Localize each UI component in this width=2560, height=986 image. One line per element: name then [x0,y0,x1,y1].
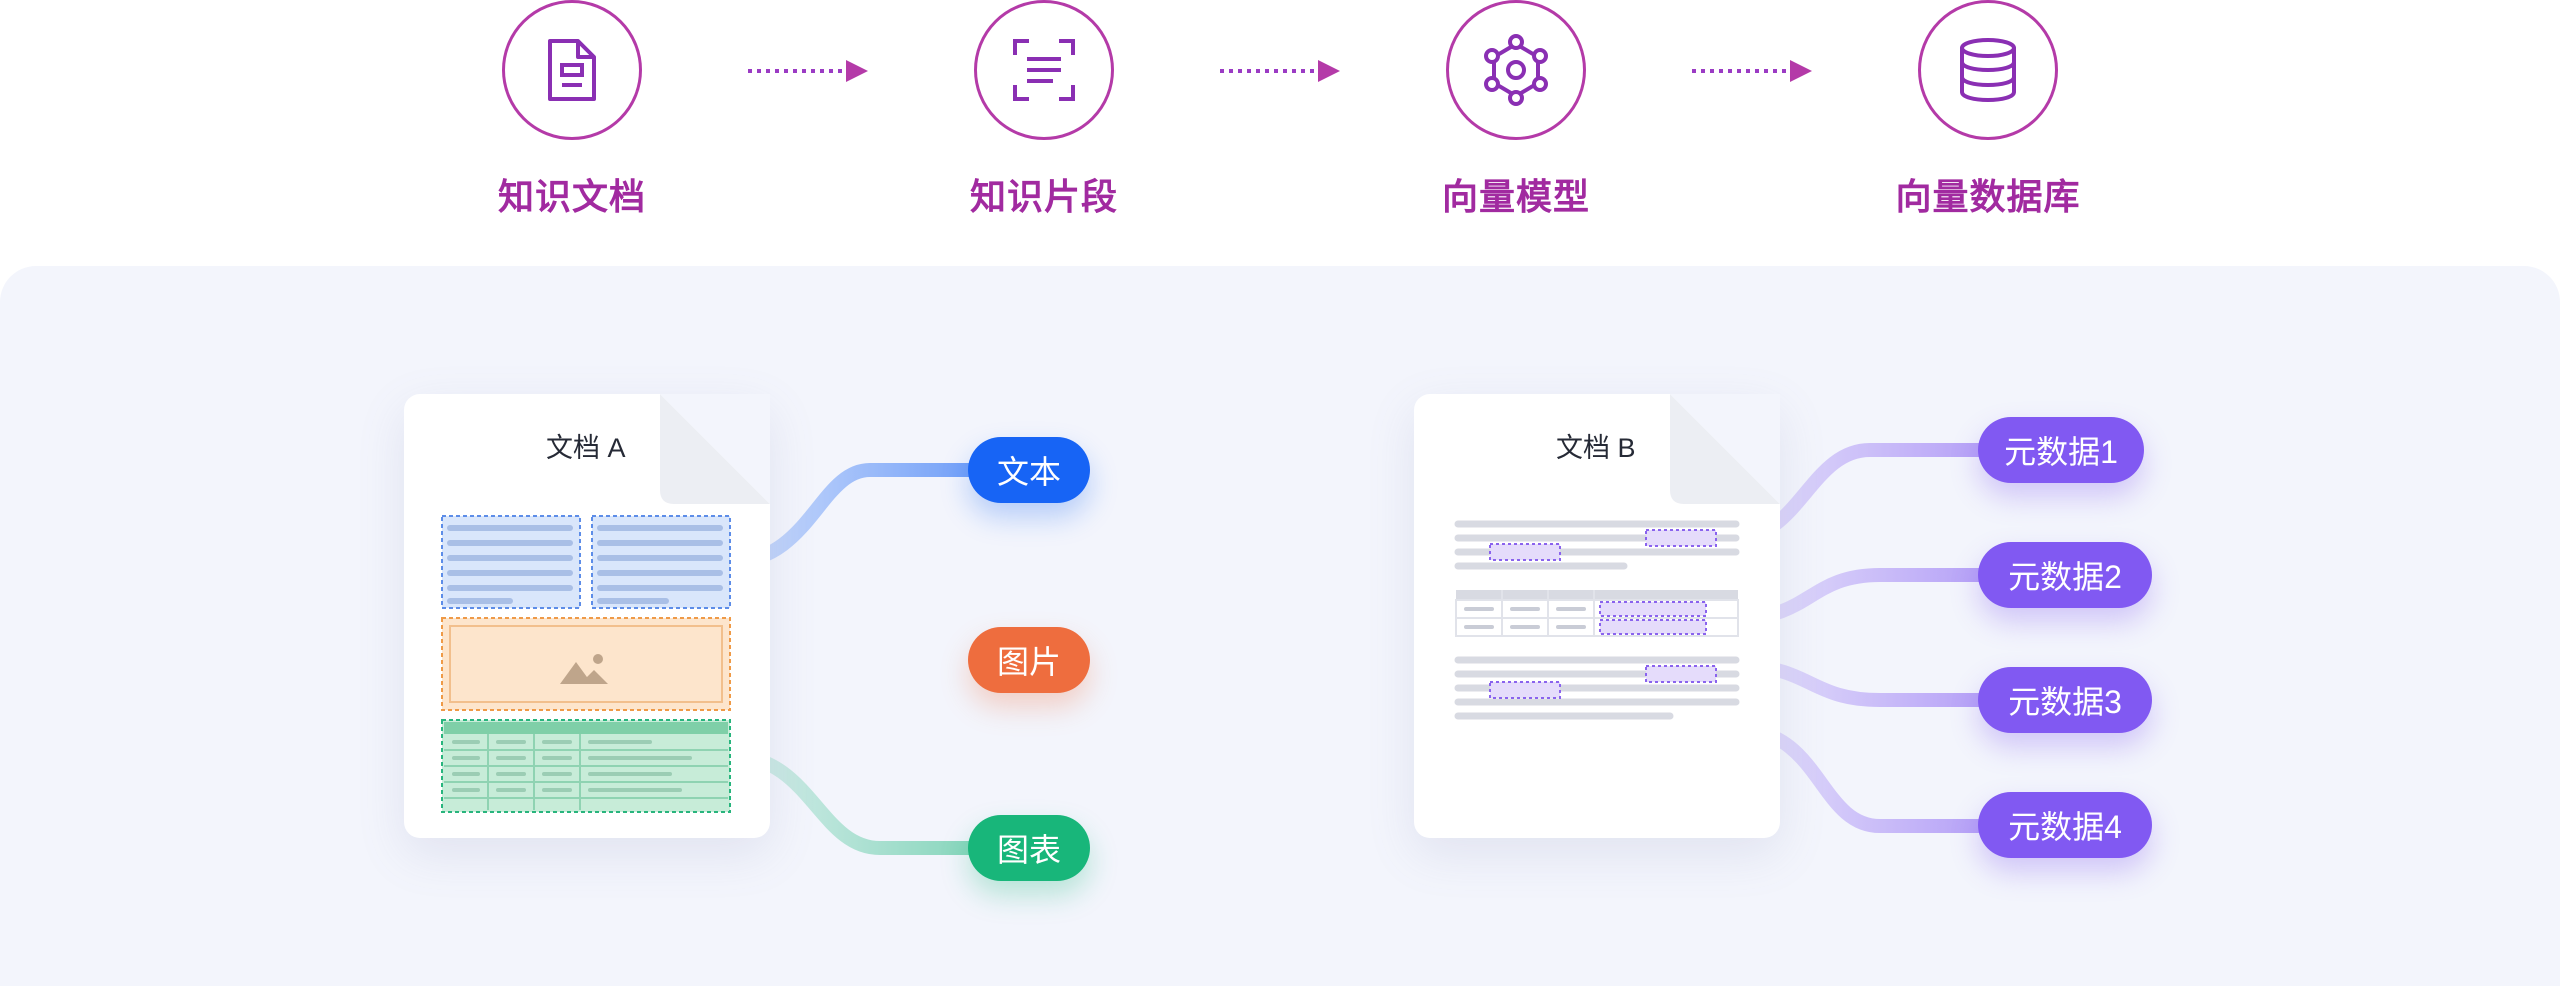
document-icon [548,39,596,101]
document-b-card: 文档 B [1414,394,1780,838]
tag-metadata-4: 元数据4 [1978,792,2152,858]
step-circle [502,0,642,140]
pipeline-step-vector-database: 向量数据库 [1868,0,2108,230]
page-fold-icon [660,394,770,504]
database-icon [1960,38,2016,103]
pipeline-step-knowledge-document: 知识文档 [452,0,692,230]
step-circle [1918,0,2058,140]
step-circle [974,0,1114,140]
tag-metadata-2: 元数据2 [1978,542,2152,608]
step-label: 向量数据库 [1895,176,2081,217]
dotted-arrow-2 [1220,60,1340,82]
document-b-title: 文档 B [1556,433,1636,463]
tag-text: 文本 [968,437,1090,503]
step-label: 向量模型 [1441,176,1590,217]
tag-image: 图片 [968,627,1090,693]
tag-metadata-3: 元数据3 [1978,667,2152,733]
tag-metadata-1: 元数据1 [1978,417,2144,483]
document-a-content [441,515,731,813]
dotted-arrow-3 [1692,60,1812,82]
network-node-icon [1484,34,1548,106]
step-label: 知识片段 [969,176,1118,217]
pipeline-step-knowledge-fragment: 知识片段 [924,0,1164,230]
step-circle [1446,0,1586,140]
page-fold-icon [1670,394,1780,504]
document-a-card: 文档 A [404,394,770,838]
document-a-title: 文档 A [546,433,626,463]
step-label: 知识文档 [497,176,646,217]
tag-chart: 图表 [968,815,1090,881]
text-scan-icon [1013,39,1075,101]
document-b-content [1454,520,1740,720]
dotted-arrow-1 [748,60,868,82]
pipeline-step-vector-model: 向量模型 [1396,0,1636,230]
